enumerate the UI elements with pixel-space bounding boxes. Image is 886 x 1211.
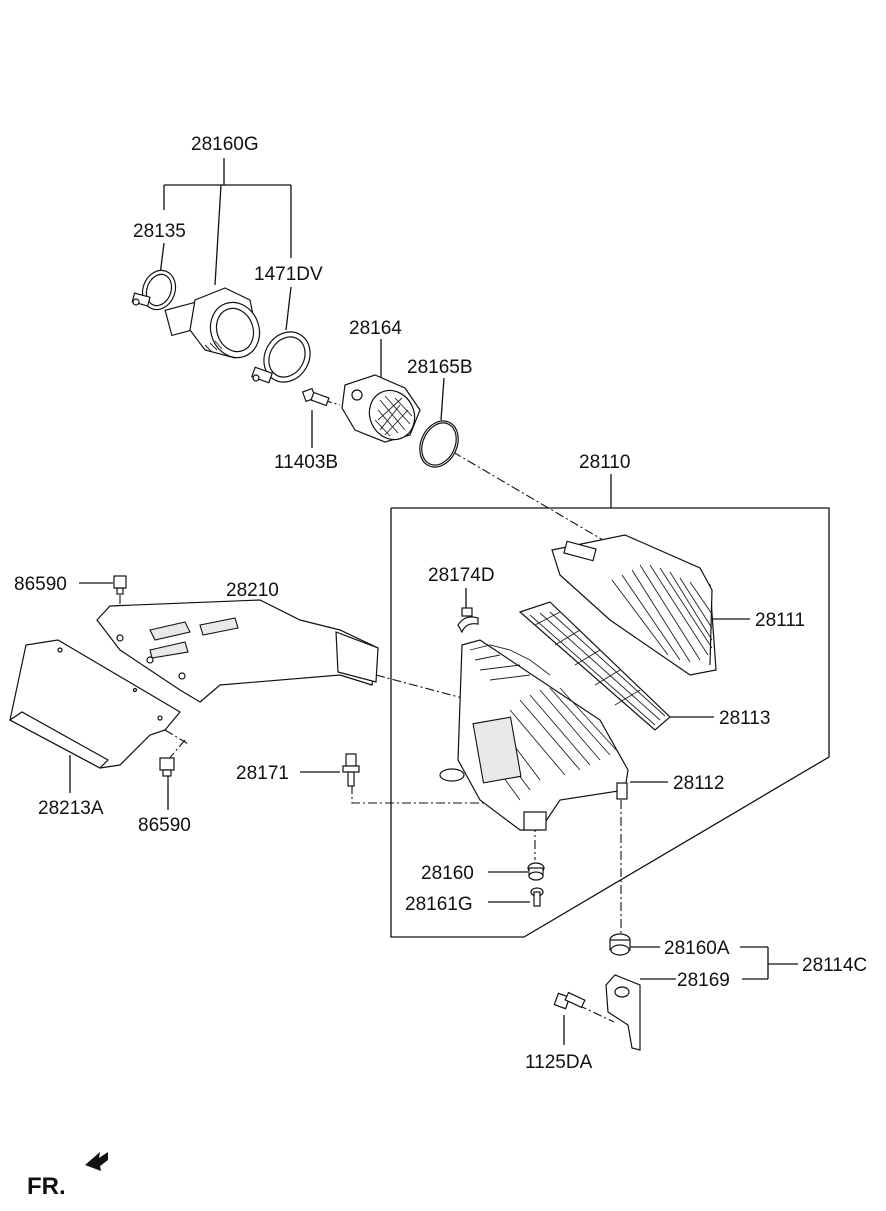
grommet-28160 (527, 862, 545, 881)
front-direction-label: FR. (27, 1173, 66, 1200)
label-28171: 28171 (236, 763, 289, 784)
label-28174D: 28174D (428, 565, 495, 586)
bolt-28171 (342, 753, 360, 787)
label-86590-top: 86590 (14, 574, 67, 595)
label-28165B: 28165B (407, 357, 473, 378)
label-28161G: 28161G (405, 894, 473, 915)
label-28213A: 28213A (38, 798, 104, 819)
label-28110: 28110 (579, 452, 630, 473)
hose-clamp-1471DV (251, 331, 311, 384)
label-1125DA: 1125DA (525, 1052, 593, 1073)
label-28135: 28135 (133, 221, 186, 242)
grommet-28160A (609, 933, 631, 956)
label-28210: 28210 (226, 580, 279, 601)
clip-86590-bottom (159, 757, 175, 777)
label-28112: 28112 (673, 773, 724, 794)
label-28160G: 28160G (191, 134, 259, 155)
screw-11403B (301, 387, 330, 407)
part-labels: 28160G 28135 1471DV 28164 28165B 11403B … (14, 134, 867, 1200)
label-28111: 28111 (755, 610, 805, 631)
duct-adapter-28160G (164, 287, 261, 359)
air-flow-sensor-28164 (341, 374, 421, 443)
bolt-1125DA (553, 991, 586, 1010)
filter-element-28113 (518, 601, 671, 731)
o-ring-28165B (419, 420, 459, 468)
intake-duct-28210 (96, 599, 379, 703)
label-86590-bottom: 86590 (138, 815, 191, 836)
air-cleaner-body-28112 (439, 639, 629, 831)
front-direction-arrow-icon (85, 1152, 108, 1171)
clip-86590-top (113, 575, 127, 595)
leader-lines (69, 158, 830, 1045)
pin-28161G (530, 887, 544, 907)
label-28164: 28164 (349, 318, 402, 339)
hose-clamp-28135 (131, 269, 177, 311)
air-cleaner-cover-28111 (551, 534, 717, 676)
bracket-28169 (605, 974, 641, 1051)
label-28114C: 28114C (802, 955, 867, 976)
clip-28174D (457, 607, 479, 634)
label-28160: 28160 (421, 863, 474, 884)
label-11403B: 11403B (274, 452, 338, 473)
assembly-dash-lines (119, 399, 622, 1023)
label-28160A: 28160A (664, 938, 730, 959)
label-1471DV: 1471DV (254, 264, 323, 285)
label-28113: 28113 (719, 708, 770, 729)
label-28169: 28169 (677, 970, 730, 991)
cover-panel-28213A (8, 639, 181, 769)
